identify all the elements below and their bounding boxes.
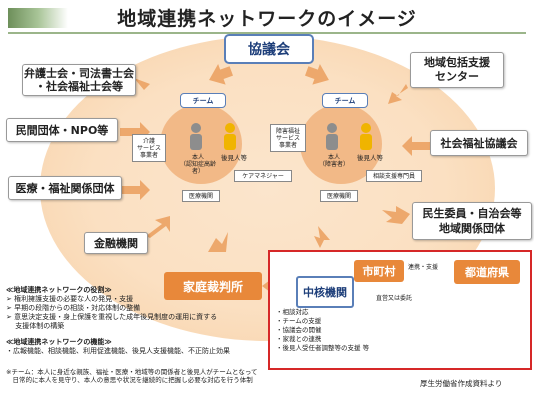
core-function-item: ・家裁との連携 xyxy=(276,335,322,343)
local-orgs-box: 民生委員・自治会等 地域関係団体 xyxy=(412,202,532,240)
team-left-label: チーム xyxy=(180,93,226,108)
team-right-guardian-label: 後見人等 xyxy=(357,154,383,162)
core-function-item: ・チームの支援 xyxy=(276,317,322,325)
roles-section: ≪地域連携ネットワークの役割≫ ➢ 権利擁護支援の必要な人の発見・支援 ➢ 早期… xyxy=(6,286,217,331)
orange-arrows xyxy=(120,63,430,252)
guardian-icon xyxy=(361,123,371,133)
team-right-people-icons xyxy=(326,123,372,150)
arrow-left-4 xyxy=(146,216,170,238)
private-orgs-box: 民間団体・NPO等 xyxy=(6,118,118,142)
arrow-left-1 xyxy=(134,78,150,90)
footnote: ※チーム：本人に身近な親族、福祉・医療・地域等の関係者と後見人がチームとなって … xyxy=(6,368,258,384)
team-left-people-icons xyxy=(190,123,236,150)
team-right-label: チーム xyxy=(322,93,368,108)
arrow-right-1 xyxy=(388,84,408,104)
arrow-council-right xyxy=(305,63,329,85)
footnote-line-1: ※チーム：本人に身近な親族、福祉・医療・地域等の関係者と後見人がチームとなって xyxy=(6,368,258,376)
consult-staff-box: 相談支援専門員 xyxy=(366,170,422,182)
team-right-medical-box: 医療機関 xyxy=(320,190,358,202)
core-function-item: ・後見人受任者調整等の支援 等 xyxy=(276,344,370,352)
core-function-item: ・相談対応 xyxy=(276,308,309,316)
lawyers-box: 弁護士会・司法書士会 ・社会福祉士会等 xyxy=(22,64,136,96)
cooperation-label: 連携・支援 xyxy=(408,264,439,271)
medical-welfare-box: 医療・福祉関係団体 xyxy=(8,176,122,200)
arrow-bottom-left xyxy=(208,232,228,252)
role-item: ➢ 意思決定支援・身上保護を重視した成年後見制度の運用に資する xyxy=(6,313,218,321)
functions-text: ・広報機能、相談機能、利用促進機能、後見人支援機能、不正防止効果 xyxy=(6,347,230,355)
care-manager-box: ケアマネジャー xyxy=(234,170,292,182)
role-item: ➢ 早期の段階からの相談・対応体制の整備 xyxy=(6,304,141,312)
person-icon xyxy=(191,123,201,133)
core-agency-box: 中核機関 xyxy=(296,276,354,308)
community-support-center-box: 地域包括支援 センター xyxy=(410,52,504,88)
arrow-right-3 xyxy=(382,206,410,224)
financial-box: 金融機関 xyxy=(84,232,148,254)
arrow-bottom-right xyxy=(314,226,330,248)
roles-heading: ≪地域連携ネットワークの役割≫ xyxy=(6,286,112,294)
prefecture-box: 都道府県 xyxy=(454,260,520,284)
core-functions-list: ・相談対応 ・チームの支援 ・協議会の開催 ・家裁との連携 ・後見人受任者調整等… xyxy=(276,308,369,353)
title-bar xyxy=(8,4,526,34)
functions-heading: ≪地域連携ネットワークの機能≫ xyxy=(6,338,112,346)
arrow-right-2 xyxy=(402,136,430,156)
team-left-medical-box: 医療機関 xyxy=(182,190,220,202)
team-right-person-label: 本人 （障害者） xyxy=(318,154,349,168)
page-title: 地域連携ネットワークのイメージ xyxy=(117,8,417,30)
core-function-item: ・協議会の開催 xyxy=(276,326,322,334)
source-note: 厚生労働省作成資料より xyxy=(420,379,503,388)
footnote-line-2: 日常的に本人を見守り、本人の意思や状況を継続的に把握し必要な対応を行う体制 xyxy=(6,376,253,384)
social-welfare-council-box: 社会福祉協議会 xyxy=(430,130,528,156)
disability-service-provider: 障害福祉 サービス 事業者 xyxy=(270,124,306,152)
guardian-icon xyxy=(225,123,235,133)
council-box: 協議会 xyxy=(224,34,314,64)
municipality-box: 市町村 xyxy=(354,260,404,282)
direct-or-consign-label: 直営又は委託 xyxy=(376,295,413,302)
title-accent xyxy=(8,8,68,28)
care-service-provider: 介護 サービス 事業者 xyxy=(132,134,166,162)
role-item: 支援体制の構築 xyxy=(6,322,65,330)
role-item: ➢ 権利擁護支援の必要な人の発見・支援 xyxy=(6,295,134,303)
team-left-person-label: 本人 （認知症高齢者） xyxy=(179,154,216,175)
person-icon xyxy=(327,123,337,133)
functions-section: ≪地域連携ネットワークの機能≫ ・広報機能、相談機能、利用促進機能、後見人支援機… xyxy=(6,338,230,356)
family-court-box: 家庭裁判所 xyxy=(164,272,262,300)
arrow-left-3 xyxy=(122,180,150,200)
team-left-guardian-label: 後見人等 xyxy=(221,154,247,162)
arrow-council-left xyxy=(209,63,233,85)
